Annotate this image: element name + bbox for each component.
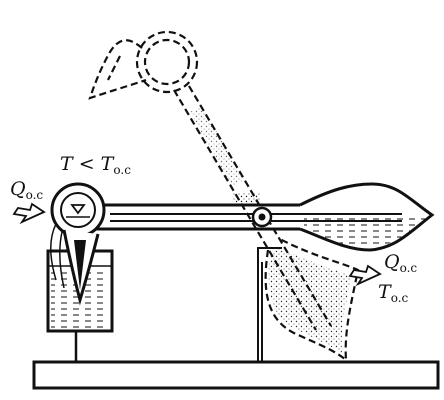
heat-gain-arrow-icon xyxy=(348,264,382,287)
label-right-heat: Qo.c xyxy=(384,251,417,275)
label-right-temperature: To.c xyxy=(378,281,409,305)
pivot-icon xyxy=(251,206,273,228)
label-left-temperature: T < To.c xyxy=(60,153,131,177)
base-plate xyxy=(32,360,440,390)
bird-body-bulb xyxy=(299,182,435,252)
heat-loss-arrow-icon xyxy=(12,202,46,225)
support-stand xyxy=(257,247,282,362)
tilted-body-liquid xyxy=(190,106,352,354)
label-left-heat: Qo.c xyxy=(10,178,43,202)
bird-head xyxy=(50,182,106,306)
